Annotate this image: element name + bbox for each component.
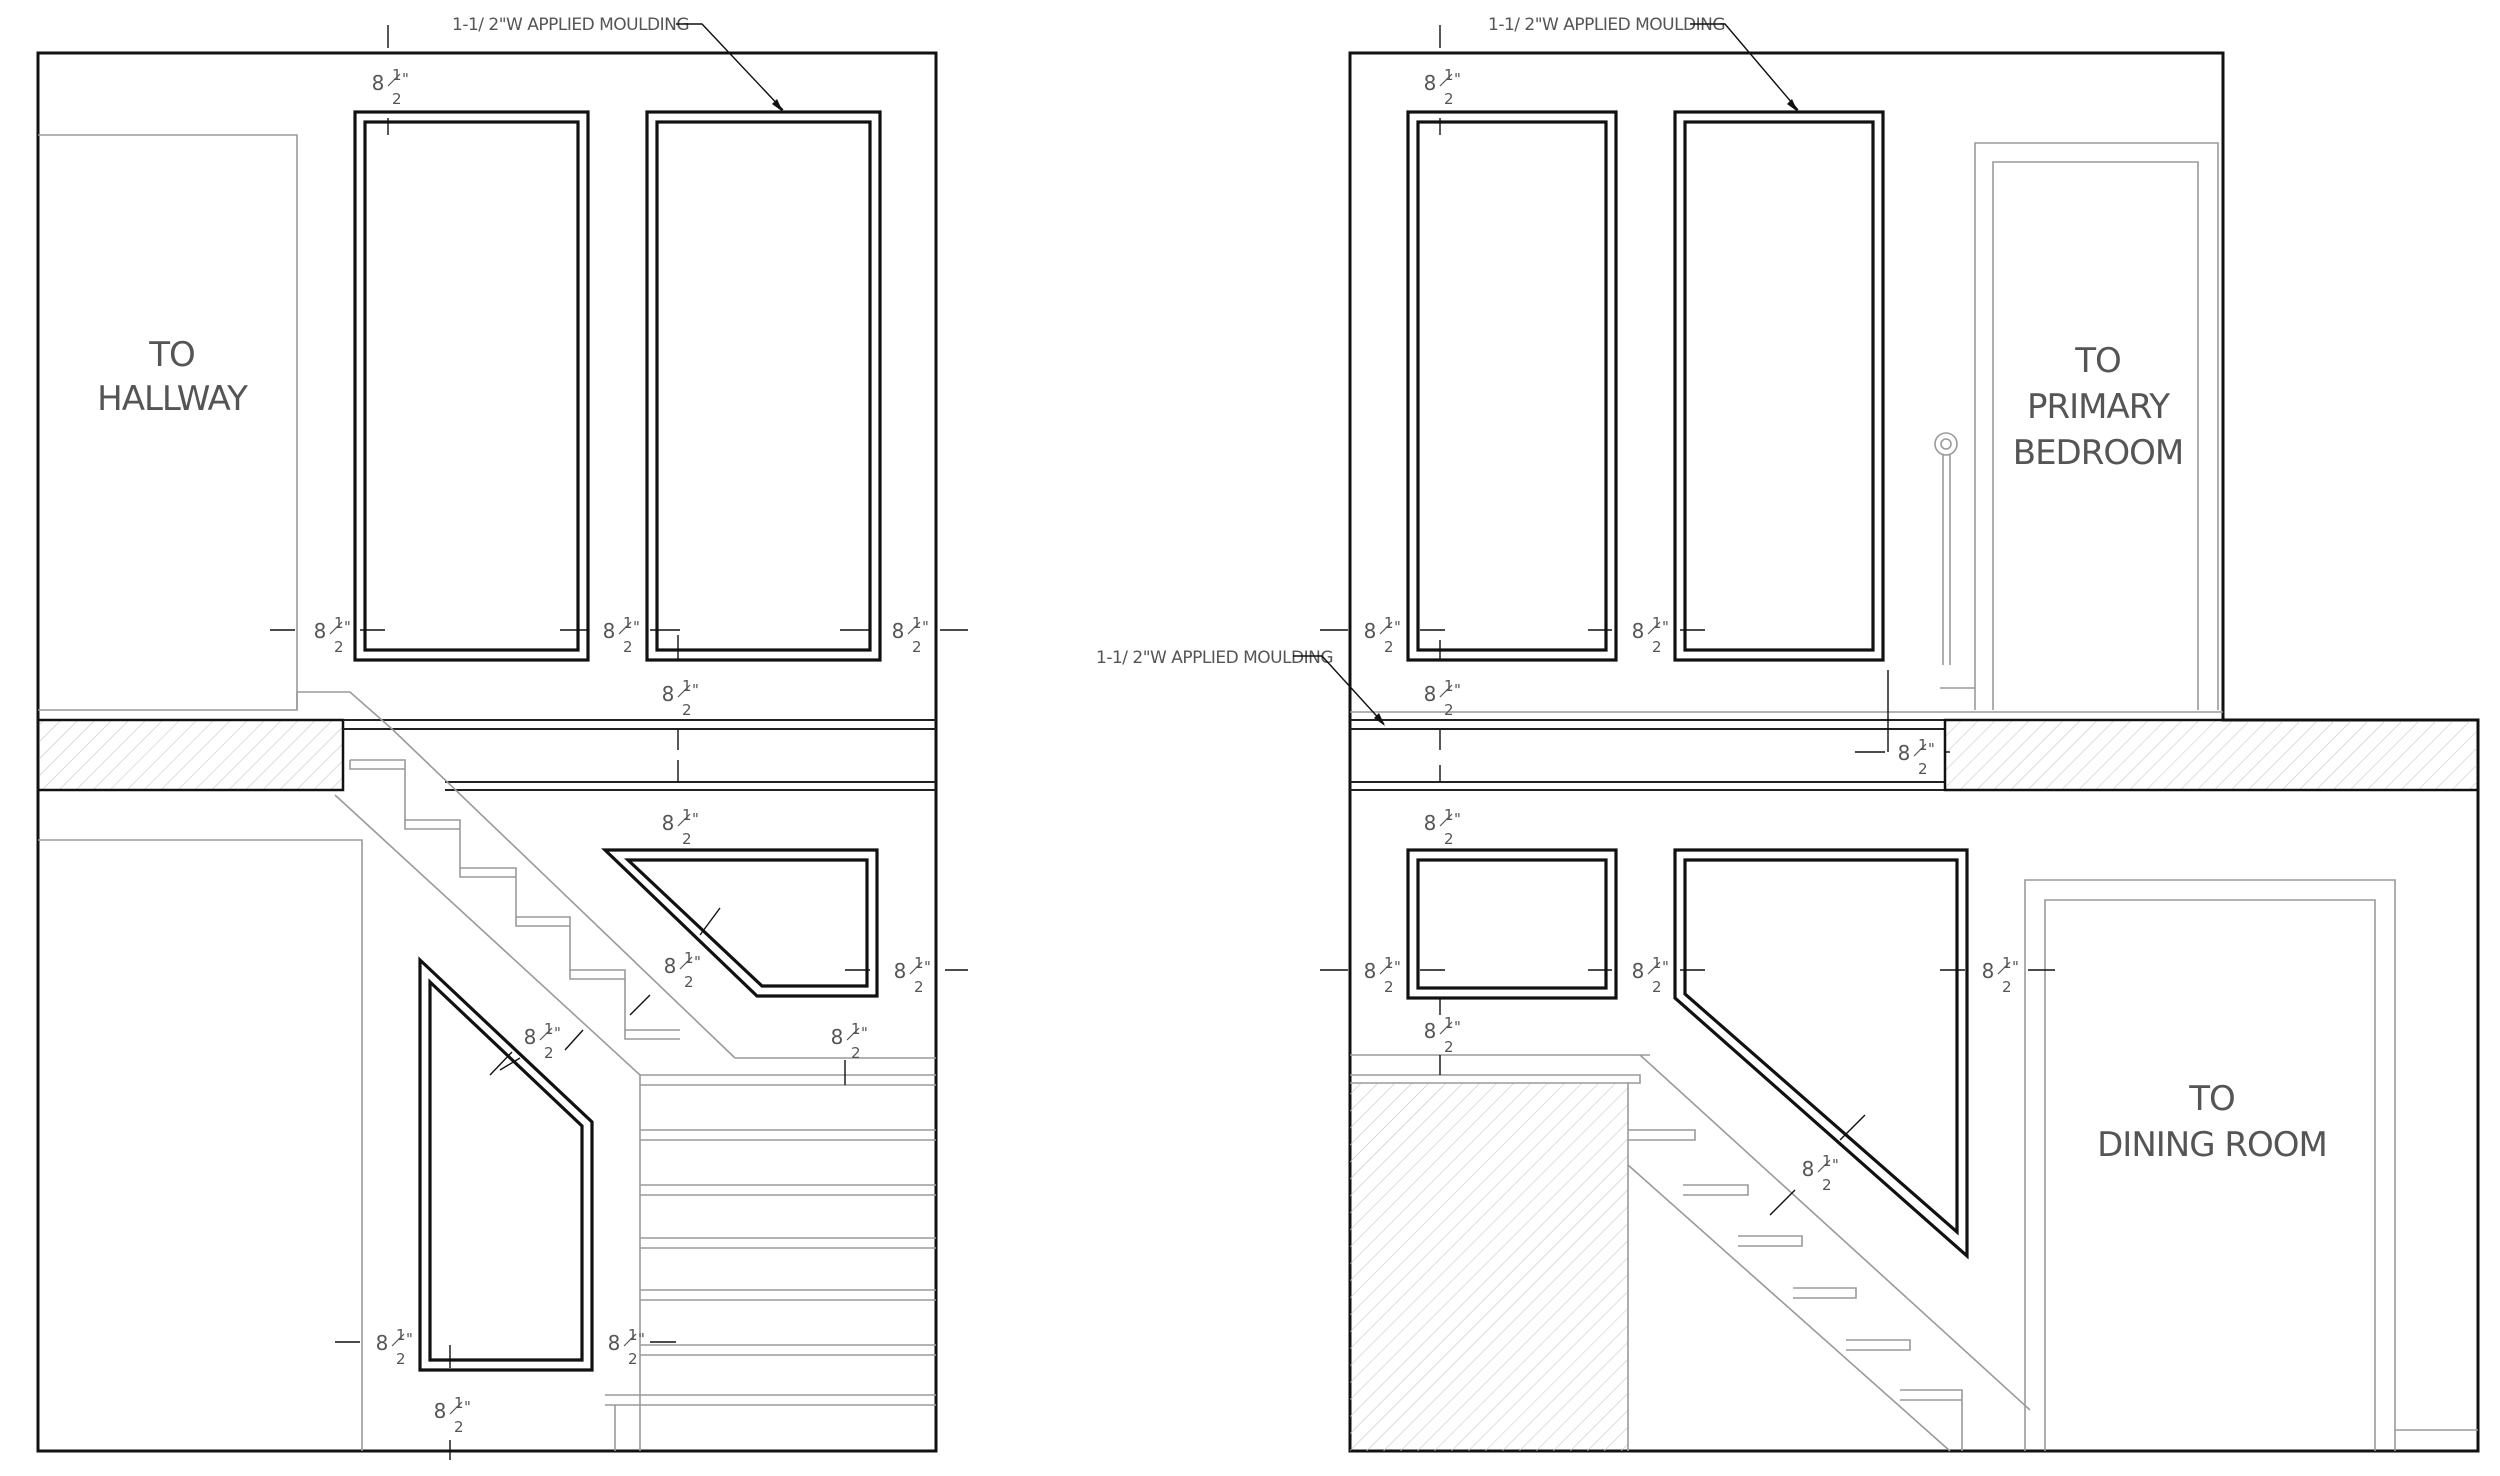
- left-staircase: [38, 728, 936, 1451]
- right-staircase: [1350, 1054, 2031, 1452]
- right-moulding-callout-side: 1-1/ 2"W APPLIED MOULDING: [1096, 648, 1333, 668]
- left-upper-panel-1: [353, 110, 590, 662]
- right-floor-band: [1350, 711, 2480, 792]
- left-floor-band: [36, 691, 936, 792]
- right-upper-panel-1: [1406, 110, 1618, 662]
- dining-label-line2: DINING ROOM: [2097, 1125, 2327, 1165]
- left-upper-panel-2: [645, 110, 882, 662]
- left-angled-panel: [601, 848, 879, 998]
- bedroom-label-line2: PRIMARY: [2027, 387, 2170, 427]
- bedroom-label-line1: TO: [2074, 341, 2121, 381]
- left-lower-panel: [418, 956, 594, 1372]
- right-lower-panel-1: [1406, 848, 1618, 1000]
- right-moulding-callout-top: 1-1/ 2"W APPLIED MOULDING: [1488, 15, 1725, 35]
- left-moulding-callout: 1-1/ 2"W APPLIED MOULDING: [452, 15, 689, 35]
- left-dimensions: [270, 25, 968, 1460]
- right-upper-panel-2: [1673, 110, 1885, 662]
- primary-bedroom-door: [1934, 142, 2223, 713]
- hallway-label-line1: TO: [148, 335, 195, 375]
- bedroom-label-line3: BEDROOM: [2013, 433, 2183, 473]
- right-angled-panel: [1673, 848, 1969, 1260]
- right-elevation: TO PRIMARY BEDROOM: [1096, 15, 2480, 1453]
- dining-room-opening: [2024, 879, 2478, 1451]
- dining-label-line1: TO: [2188, 1079, 2235, 1119]
- hallway-opening: [38, 134, 298, 710]
- hallway-label-line2: HALLWAY: [97, 379, 248, 419]
- left-elevation: TO HALLWAY: [36, 15, 968, 1460]
- right-dimensions: [1320, 25, 2055, 1216]
